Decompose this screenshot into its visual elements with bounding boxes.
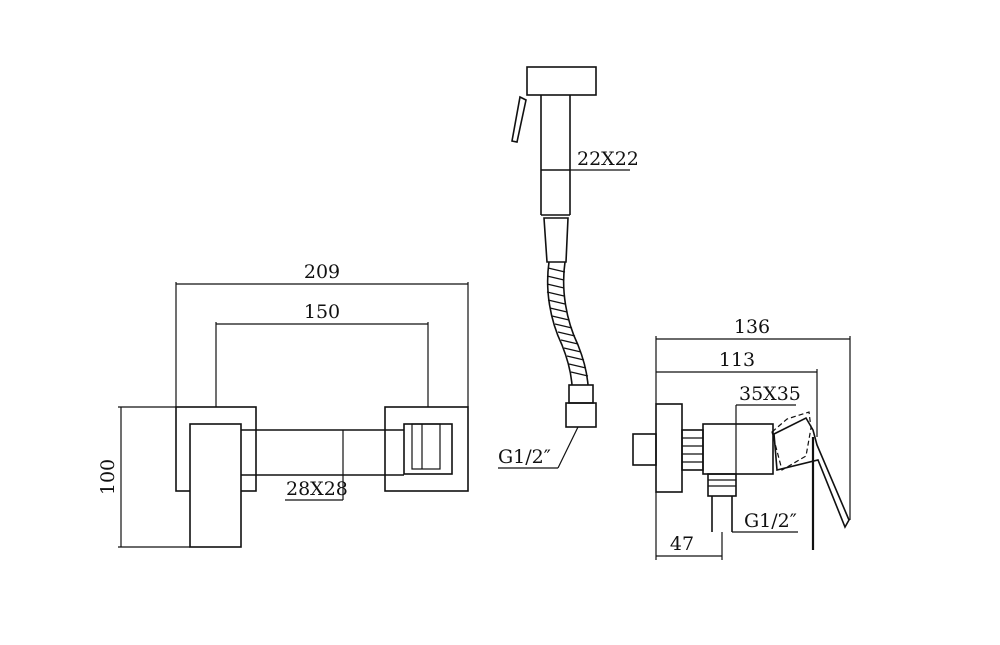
hose-right-edge — [562, 261, 589, 386]
hose-nut — [543, 217, 569, 263]
side-connector — [681, 429, 704, 471]
dim-136-label: 136 — [734, 316, 770, 338]
dim-150-label: 150 — [304, 301, 340, 323]
hose-thread-leader — [557, 426, 579, 469]
side-wall-plate — [655, 403, 683, 493]
hose-corrugations — [546, 267, 589, 377]
hose-end-nut — [565, 402, 597, 428]
outlet-nut — [707, 473, 737, 497]
sprayer-trigger — [511, 95, 527, 143]
lever-open-dashed — [771, 411, 812, 471]
dim-47-label: 47 — [670, 533, 694, 555]
dim-28x28-label: 28X28 — [286, 478, 348, 500]
wall-stub — [632, 433, 657, 466]
side-mixer-body — [702, 423, 774, 475]
holder-outer — [403, 423, 453, 475]
hose-left-edge — [546, 261, 573, 386]
front-view: 209 150 100 28X28 — [97, 261, 469, 548]
side-view: 136 113 35X35 G1/2″ 47 — [632, 316, 851, 560]
lever-closed — [773, 416, 850, 529]
dim-100-label: 100 — [97, 459, 119, 495]
mixer-body — [189, 423, 242, 548]
dim-22x22-label: 22X22 — [577, 148, 639, 170]
right-wall-plate — [384, 406, 469, 492]
holder-inner — [411, 423, 441, 470]
dim-209-label: 209 — [304, 261, 340, 283]
dim-113-label: 113 — [719, 349, 755, 371]
hose-thread-label: G1/2″ — [498, 446, 551, 468]
hose-end-fitting — [568, 384, 594, 404]
dim-35x35-label: 35X35 — [739, 383, 801, 405]
sprayer-head — [526, 66, 597, 96]
sprayer-view: 22X22 G1/2″ — [498, 66, 639, 469]
outlet-thread-label: G1/2″ — [744, 510, 797, 532]
